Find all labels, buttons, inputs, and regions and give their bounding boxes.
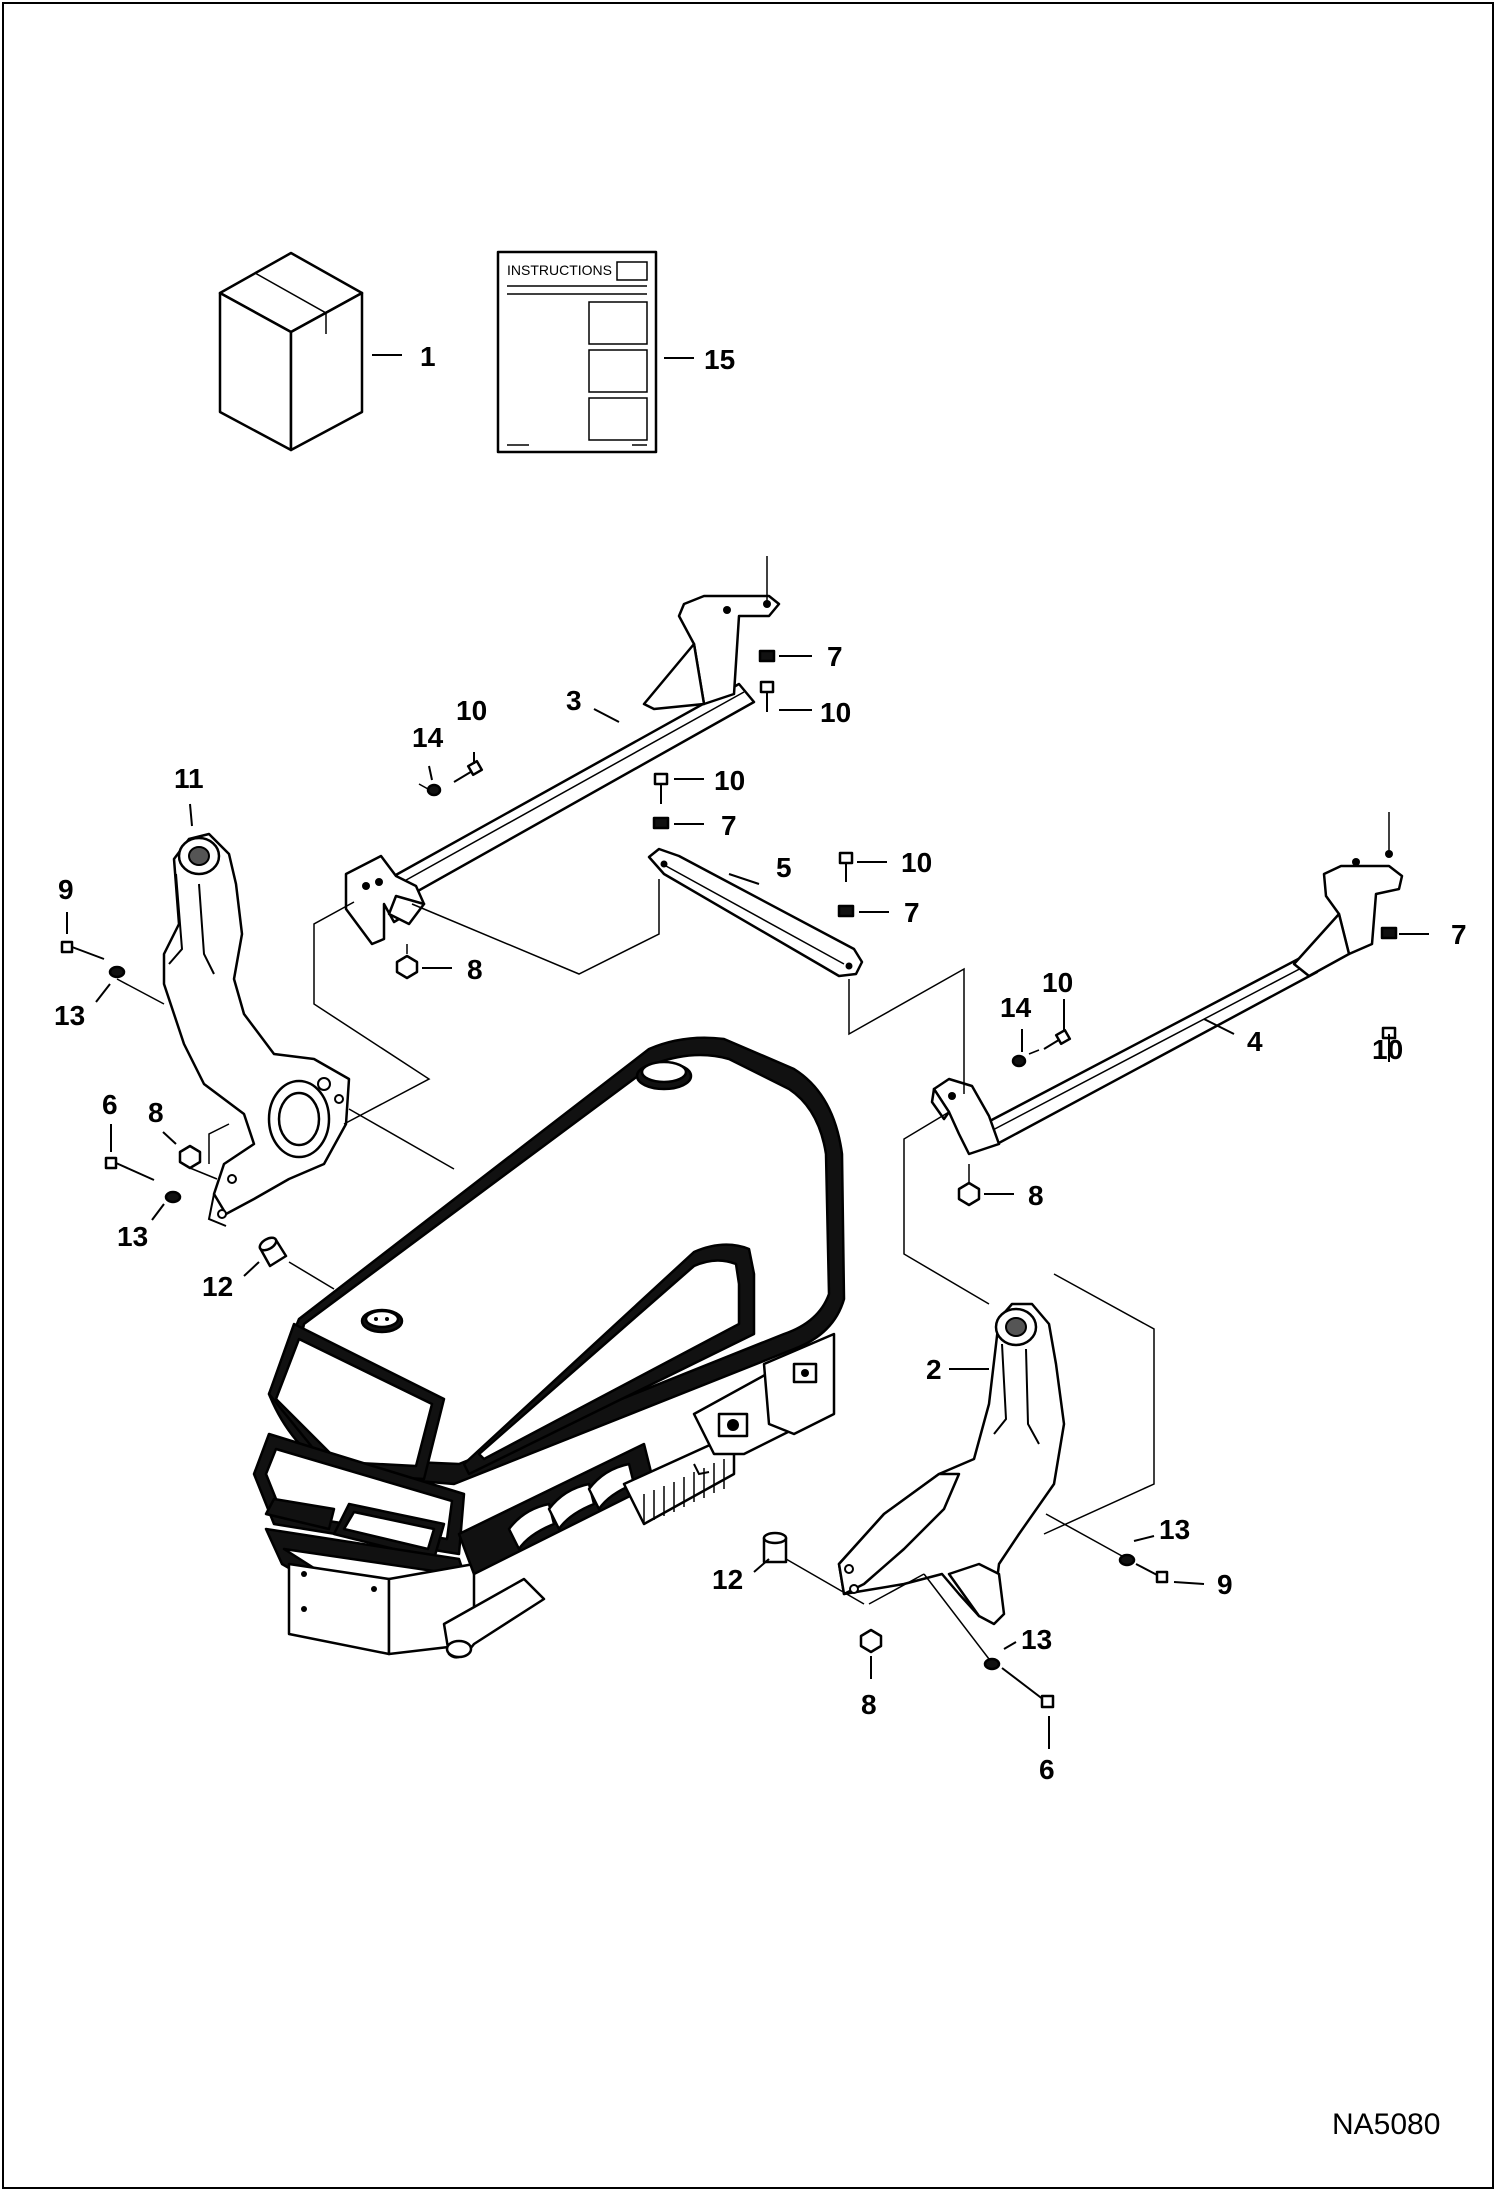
exploded-parts-diagram: INSTRUCTIONS (54, 250, 1467, 2141)
callout-11: 11 (174, 763, 204, 794)
callout-10: 10 (820, 697, 851, 728)
bolt-icon (759, 680, 775, 712)
instructions-title: INSTRUCTIONS (507, 262, 612, 278)
callout-10: 10 (714, 765, 745, 796)
callout-9: 9 (58, 874, 74, 905)
bolt-icon (653, 772, 669, 804)
spacer-icon (258, 1236, 288, 1268)
carton-box-icon (218, 251, 364, 452)
washer-icon (1118, 1553, 1136, 1567)
nut-icon (957, 1181, 981, 1207)
callout-6: 6 (102, 1089, 118, 1120)
callout-15: 15 (704, 344, 735, 375)
callout-14: 14 (412, 722, 444, 753)
nut-icon (1380, 926, 1398, 940)
washer-icon (108, 965, 126, 979)
bolt-icon (1001, 1667, 1055, 1709)
callout-5: 5 (776, 852, 792, 883)
cross-bar-4 (930, 812, 1404, 1156)
bolt-icon (1135, 1563, 1169, 1584)
strap-5 (647, 847, 864, 978)
callout-10: 10 (1042, 967, 1073, 998)
bolt-icon (1043, 1028, 1072, 1050)
nut-icon (652, 816, 670, 830)
hardware-fasteners (60, 649, 1398, 1709)
callout-7: 7 (827, 641, 843, 672)
spacer-icon (762, 1531, 788, 1564)
callout-12: 12 (712, 1564, 743, 1595)
cross-bar-3 (344, 556, 781, 946)
washer-icon (983, 1657, 1001, 1671)
callout-labels: 1 15 3 7 10 10 14 11 10 7 10 5 7 7 9 8 1… (54, 341, 1467, 1785)
washer-icon (164, 1190, 182, 1204)
assembly-lines (116, 783, 1155, 1660)
callout-13: 13 (117, 1221, 148, 1252)
bolt-icon (60, 940, 105, 960)
callout-2: 2 (926, 1354, 942, 1385)
nut-icon (859, 1628, 883, 1654)
callout-10: 10 (901, 847, 932, 878)
callout-8: 8 (148, 1097, 164, 1128)
mount-bracket-11 (162, 832, 351, 1227)
callout-leaders (66, 354, 1429, 1749)
mount-bracket-2 (837, 1302, 1066, 1626)
washer-icon (1011, 1054, 1027, 1068)
engine-cover-assembly (252, 1036, 846, 1659)
nut-icon (758, 649, 776, 663)
washer-icon (426, 783, 442, 797)
callout-10: 10 (1372, 1034, 1403, 1065)
callout-9: 9 (1217, 1569, 1233, 1600)
callout-8: 8 (467, 954, 483, 985)
callout-7: 7 (1451, 919, 1467, 950)
callout-13: 13 (54, 1000, 85, 1031)
drawing-reference-number: NA5080 (1332, 2108, 1440, 2141)
nut-icon (837, 904, 855, 918)
callout-8: 8 (1028, 1180, 1044, 1211)
bolt-icon (453, 759, 484, 783)
callout-13: 13 (1159, 1514, 1190, 1545)
callout-8: 8 (861, 1689, 877, 1720)
callout-14: 14 (1000, 992, 1032, 1023)
callout-1: 1 (420, 341, 436, 372)
callout-12: 12 (202, 1271, 233, 1302)
callout-6: 6 (1039, 1754, 1055, 1785)
callout-3: 3 (566, 685, 582, 716)
bolt-icon (104, 1156, 155, 1181)
callout-10: 10 (456, 695, 487, 726)
callout-13: 13 (1021, 1624, 1052, 1655)
bolt-icon (838, 851, 854, 882)
callout-7: 7 (721, 810, 737, 841)
callout-4: 4 (1247, 1026, 1263, 1057)
nut-icon (395, 954, 419, 980)
nut-icon (178, 1144, 202, 1170)
callout-7: 7 (904, 897, 920, 928)
instruction-sheet-icon: INSTRUCTIONS (496, 250, 658, 454)
